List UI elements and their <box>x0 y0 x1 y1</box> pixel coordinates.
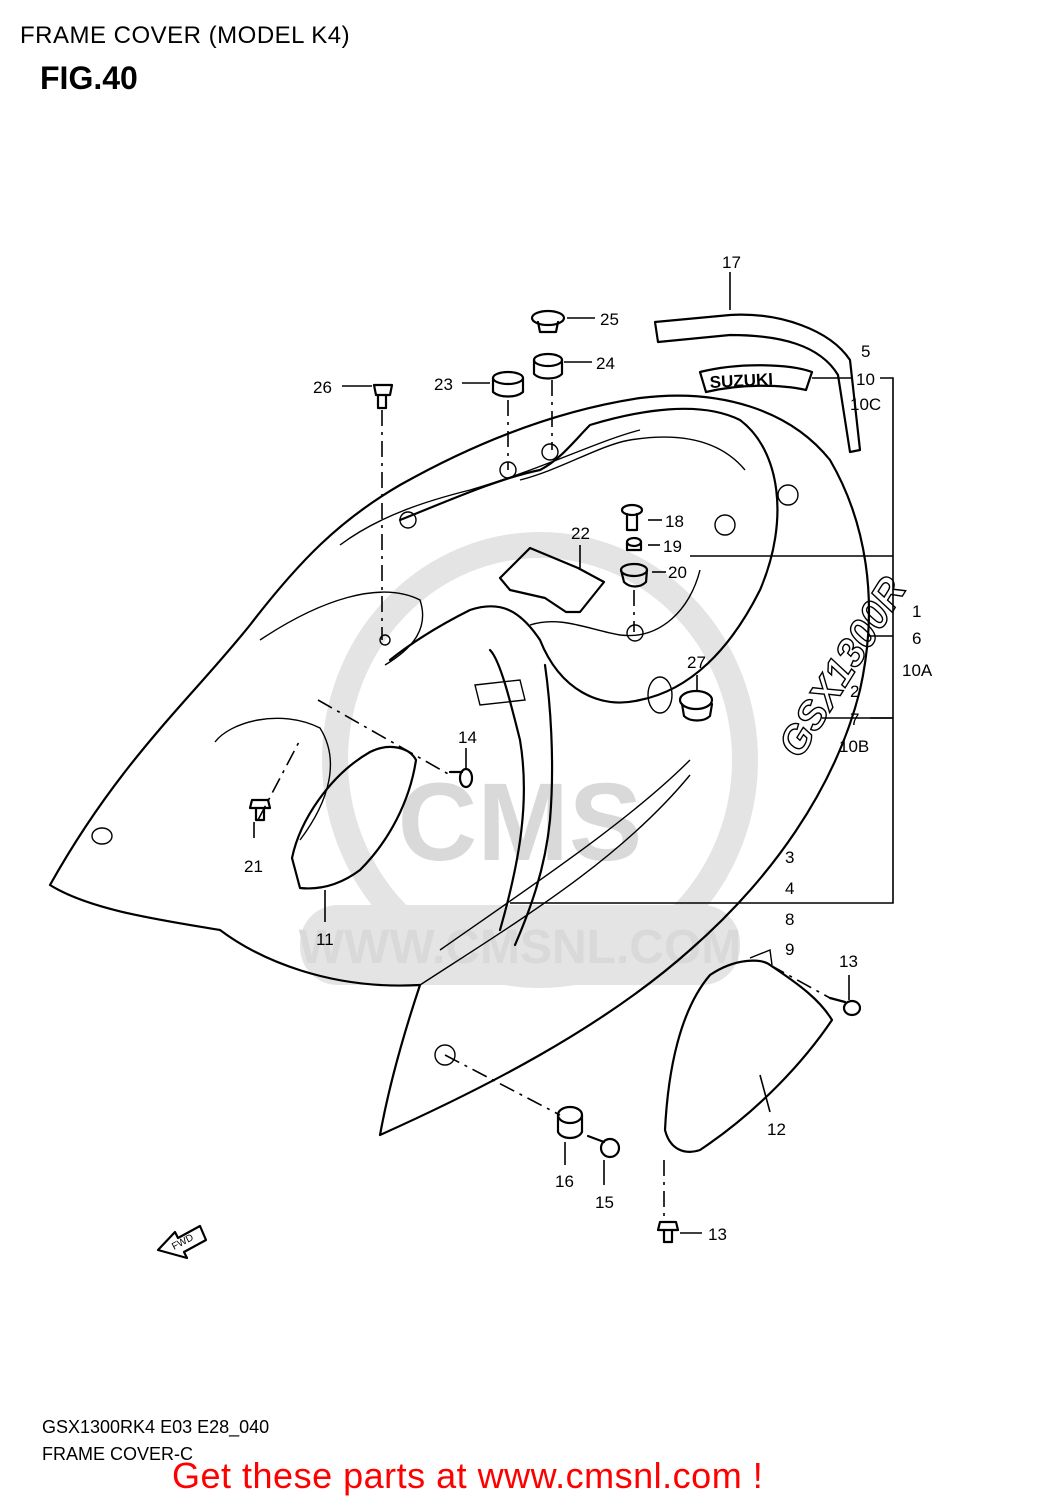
screw-13-lower <box>656 1220 680 1244</box>
trim-strip-17 <box>653 313 862 454</box>
clip-26 <box>372 383 394 410</box>
side-lid-12 <box>663 959 834 1153</box>
callout-24: 24 <box>596 354 615 373</box>
callout-1: 1 <box>912 602 921 621</box>
frame-cover-body <box>48 394 871 1137</box>
callout-20: 20 <box>668 563 687 582</box>
callout-27: 27 <box>687 653 706 672</box>
callout-11: 11 <box>316 930 334 949</box>
diagram-subtitle: FRAME COVER-C <box>42 1444 194 1464</box>
grommet-24 <box>532 352 564 380</box>
callout-19: 19 <box>663 537 682 556</box>
callout-18: 18 <box>665 512 684 531</box>
callout-25: 25 <box>600 310 619 329</box>
watermark: CMS WWW.CMSNL.COM <box>299 532 758 988</box>
callout-9: 9 <box>785 940 794 959</box>
forward-arrow-icon: FWD <box>156 1224 208 1260</box>
grommet-27 <box>678 689 714 722</box>
callout-10c: 10C <box>850 395 881 414</box>
callout-12: 12 <box>767 1120 786 1139</box>
callout-10a: 10A <box>902 661 933 680</box>
callout-4: 4 <box>785 879 794 898</box>
callout-22: 22 <box>571 524 590 543</box>
assembly-lines <box>257 380 831 1222</box>
callout-15: 15 <box>595 1193 614 1212</box>
callout-2: 2 <box>850 682 859 701</box>
callout-6: 6 <box>912 629 921 648</box>
callout-10b: 10B <box>839 737 869 756</box>
grommet-23 <box>491 370 525 398</box>
callout-17: 17 <box>722 253 741 272</box>
watermark-logo: CMS <box>398 761 642 884</box>
watermark-banner <box>300 905 740 985</box>
suzuki-decal-text: SUZUKI <box>709 370 773 392</box>
callout-26: 26 <box>313 378 332 397</box>
cushion-20 <box>619 562 649 588</box>
screw-14 <box>448 767 474 789</box>
watermark-url: WWW.CMSNL.COM <box>299 921 742 974</box>
fwd-label: FWD <box>170 1232 195 1252</box>
shop-link[interactable]: Get these parts at www.cmsnl.com ! <box>172 1455 764 1496</box>
page-title: FRAME COVER (MODEL K4) <box>20 22 351 49</box>
callout-23: 23 <box>434 375 453 394</box>
suzuki-emblem: SUZUKI <box>698 364 814 394</box>
callout-14: 14 <box>458 728 477 747</box>
callout-13-upper: 13 <box>839 952 858 971</box>
callout-21: 21 <box>244 857 263 876</box>
callout-10: 10 <box>856 370 875 389</box>
diagram-code: GSX1300RK4 E03 E28_040 <box>42 1417 270 1437</box>
callout-8: 8 <box>785 910 794 929</box>
bolt-15 <box>586 1134 621 1159</box>
callout-labels: 17 25 24 23 26 5 10 10C 18 19 20 22 1 6 … <box>244 253 933 1244</box>
screw-13-upper <box>828 996 862 1017</box>
callout-5: 5 <box>861 342 870 361</box>
cap-25 <box>530 309 566 334</box>
clip-21 <box>248 798 272 822</box>
callout-16: 16 <box>555 1172 574 1191</box>
inner-cover-11 <box>290 745 418 890</box>
callout-7: 7 <box>850 710 859 729</box>
callout-3: 3 <box>785 848 794 867</box>
bolt-18 <box>620 503 644 532</box>
collar-19 <box>625 536 643 552</box>
cushion-16 <box>556 1105 584 1140</box>
bracket-22 <box>498 546 606 614</box>
figure-label: FIG.40 <box>40 60 138 96</box>
callout-13-lower: 13 <box>708 1225 727 1244</box>
leader-lines <box>253 272 894 1234</box>
